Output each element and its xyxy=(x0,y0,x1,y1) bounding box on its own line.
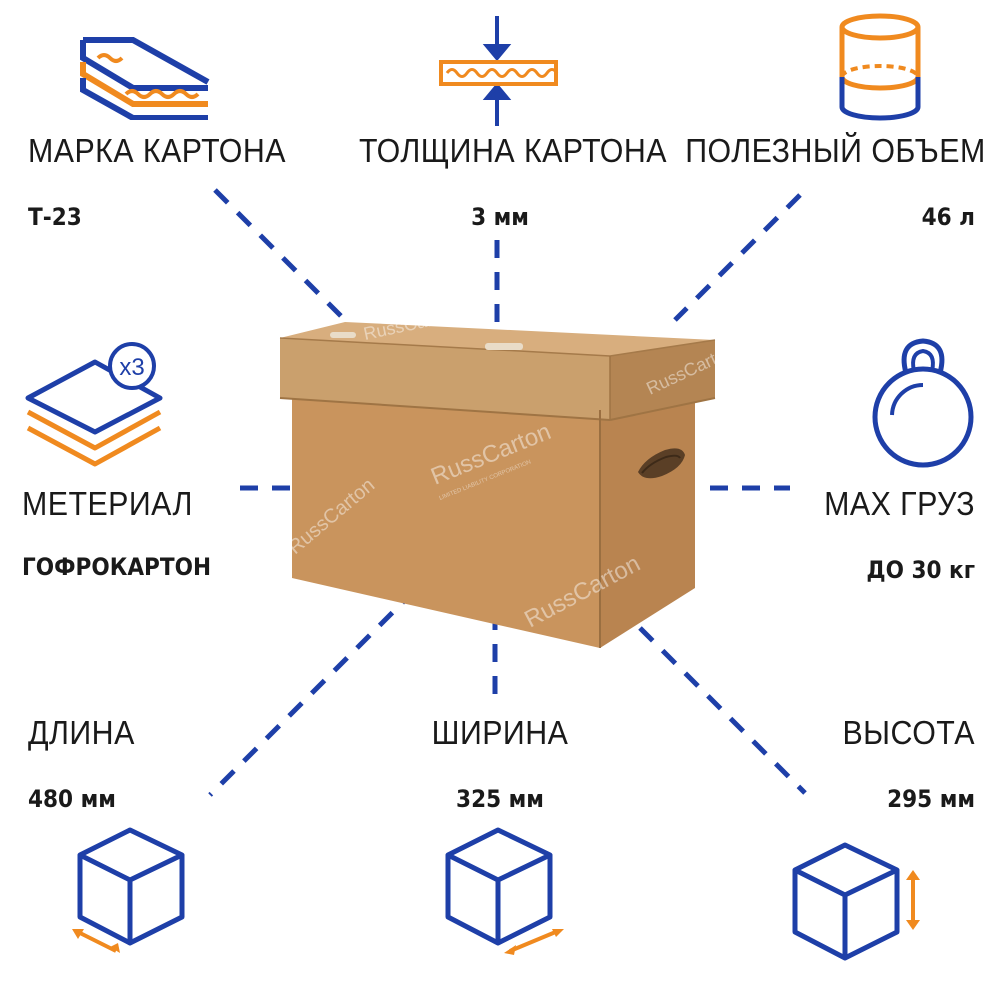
connector-grade xyxy=(213,188,357,332)
cardboard-box-image: RussCarton RussCarton RussCarton RussCar… xyxy=(279,310,720,648)
grade-value: Т-23 xyxy=(28,203,82,231)
thickness-label: ТОЛЩИНА КАРТОНА xyxy=(359,132,667,169)
connector-height xyxy=(638,626,807,795)
height-value: 295 мм xyxy=(887,785,975,813)
thickness-arrows-icon xyxy=(439,16,559,126)
connector-volume xyxy=(673,193,802,322)
material-label: МЕТЕРИАЛ xyxy=(22,485,193,522)
three-layers-icon: x3 xyxy=(25,342,163,467)
cube-width-icon xyxy=(445,827,564,955)
cylinder-volume-icon xyxy=(839,13,921,121)
width-value: 325 мм xyxy=(456,785,544,813)
cardboard-layers-icon xyxy=(80,37,210,120)
cube-length-icon xyxy=(72,827,185,953)
connector-length xyxy=(208,588,417,797)
max-load-value: ДО 30 кг xyxy=(866,556,975,584)
thickness-value: 3 мм xyxy=(471,203,529,231)
volume-label: ПОЛЕЗНЫЙ ОБЪЕМ xyxy=(685,132,986,169)
height-label: ВЫСОТА xyxy=(842,714,975,751)
volume-value: 46 л xyxy=(921,203,975,231)
kettlebell-icon xyxy=(872,338,974,468)
cube-height-icon xyxy=(792,842,920,961)
length-label: ДЛИНА xyxy=(28,714,135,751)
layers-badge: x3 xyxy=(119,354,144,381)
material-value: ГОФРОКАРТОН xyxy=(22,553,212,581)
max-load-label: MAX ГРУЗ xyxy=(824,485,975,522)
width-label: ШИРИНА xyxy=(431,714,569,751)
length-value: 480 мм xyxy=(28,785,116,813)
grade-label: МАРКА КАРТОНА xyxy=(28,132,286,169)
